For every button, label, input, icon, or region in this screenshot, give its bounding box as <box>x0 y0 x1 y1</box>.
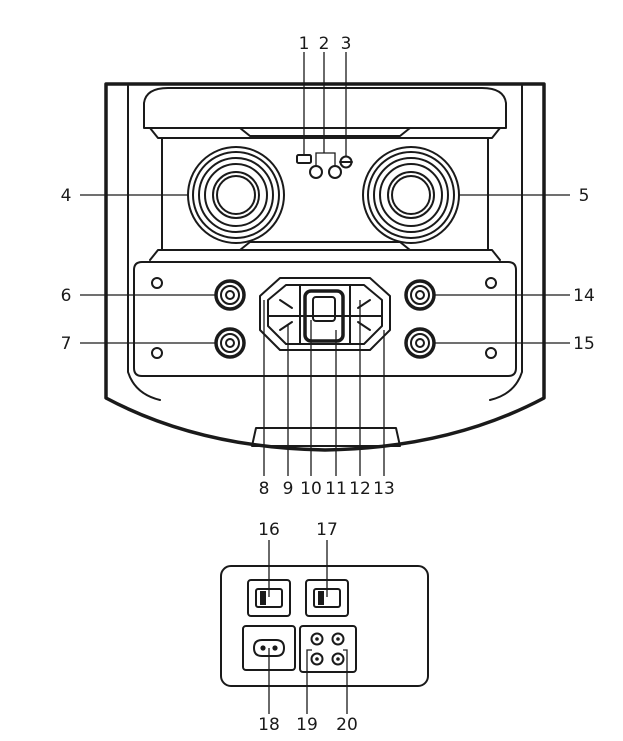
callout-12: 12 <box>349 479 371 499</box>
small-jack-right <box>328 165 342 179</box>
control-cluster <box>259 277 391 351</box>
callout-14: 14 <box>573 286 595 306</box>
speaker-terminal-block <box>299 625 357 673</box>
right-inner-edge <box>489 85 523 401</box>
callout-16: 16 <box>258 520 280 540</box>
callout-19: 19 <box>296 715 318 735</box>
callout-8: 8 <box>259 479 270 499</box>
carry-handle <box>143 87 507 129</box>
jack-left-top <box>214 279 246 311</box>
callout-7: 7 <box>61 334 72 354</box>
callout-15: 15 <box>573 334 595 354</box>
screw-bottom-right <box>485 347 497 359</box>
callout-6: 6 <box>61 286 72 306</box>
callout-lines-bottom <box>268 540 348 714</box>
jack-right-bottom <box>404 327 436 359</box>
screw-top-left <box>151 277 163 289</box>
window-lower-recess <box>239 241 411 251</box>
window-lower-lip <box>149 249 501 261</box>
callout-4: 4 <box>61 186 72 206</box>
callout-1: 1 <box>299 34 310 54</box>
cabinet-outline <box>104 82 546 452</box>
small-knob <box>339 155 353 169</box>
small-slot <box>296 154 312 164</box>
callout-11: 11 <box>325 479 347 499</box>
callout-9: 9 <box>283 479 294 499</box>
callout-5: 5 <box>579 186 590 206</box>
jack-left-bottom <box>214 327 246 359</box>
connector-panel <box>220 565 429 687</box>
callout-lines-top <box>80 52 570 476</box>
left-speaker-driver <box>187 146 285 244</box>
base-foot <box>251 427 401 447</box>
callout-13: 13 <box>373 479 395 499</box>
left-inner-edge <box>127 85 161 401</box>
small-jack-left <box>309 165 323 179</box>
right-speaker-driver <box>362 146 460 244</box>
callout-17: 17 <box>316 520 338 540</box>
jack-right-top <box>404 279 436 311</box>
callout-10: 10 <box>300 479 322 499</box>
callout-18: 18 <box>258 715 280 735</box>
screw-top-right <box>485 277 497 289</box>
handle-recess <box>239 127 411 137</box>
center-button <box>303 289 345 343</box>
connector-panel-outline <box>220 565 429 687</box>
speaker-body <box>104 82 546 452</box>
rear-panel <box>133 261 517 377</box>
screw-bottom-left <box>151 347 163 359</box>
callout-2: 2 <box>319 34 330 54</box>
callout-20: 20 <box>336 715 358 735</box>
callout-labels: 1 2 3 4 5 6 7 8 9 10 11 12 13 14 15 16 1… <box>61 34 595 735</box>
callout-3: 3 <box>341 34 352 54</box>
